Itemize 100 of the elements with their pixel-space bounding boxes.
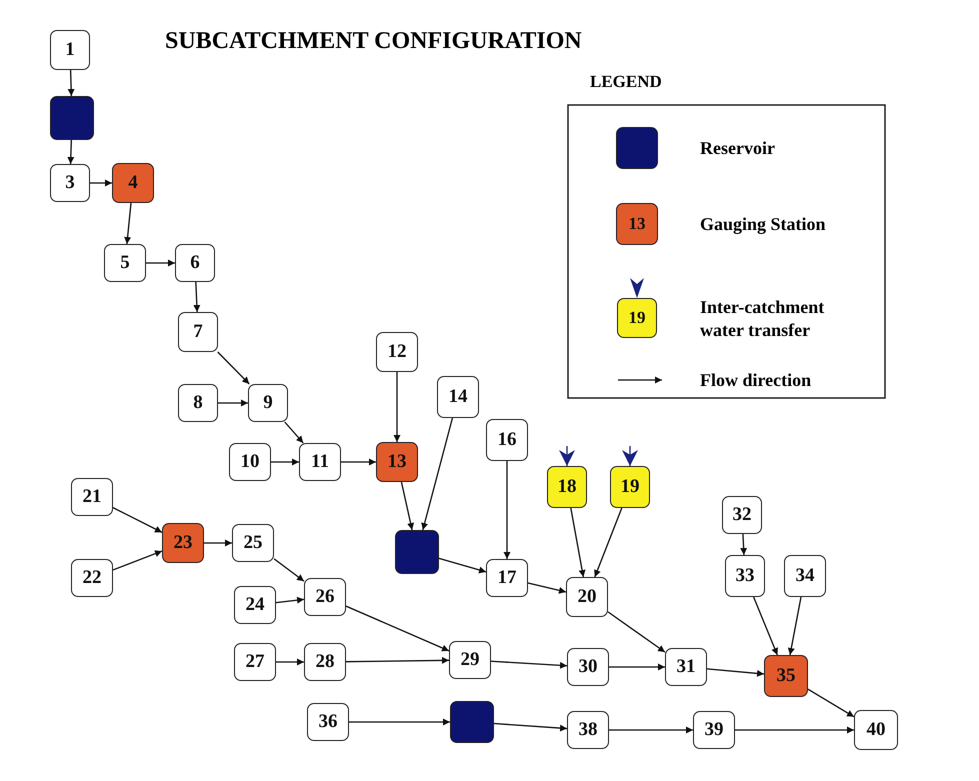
flow-arrow xyxy=(528,582,566,594)
transfer-catchment-box xyxy=(610,466,650,508)
node-number: 34 xyxy=(796,565,814,587)
node-number: 33 xyxy=(736,565,754,587)
node-number: 20 xyxy=(578,586,596,608)
flow-arrow xyxy=(341,458,376,466)
flow-arrow xyxy=(608,611,666,653)
node-number: 11 xyxy=(311,451,329,473)
legend-heading: LEGEND xyxy=(590,72,662,92)
flow-arrow xyxy=(112,507,162,533)
flow-arrow xyxy=(124,202,132,244)
legend-text: Flow direction xyxy=(700,369,812,392)
subcatchment-box xyxy=(71,559,113,597)
flow-arrow xyxy=(808,688,854,718)
subcatchment-box xyxy=(566,577,608,617)
subcatchment-box xyxy=(854,710,898,750)
reservoir-box xyxy=(50,96,94,140)
node-number: 35 xyxy=(776,665,796,687)
node-number: 7 xyxy=(193,321,203,343)
flow-arrow xyxy=(504,461,510,559)
legend-text: Gauging Station xyxy=(700,213,827,236)
subcatchment-box xyxy=(178,312,218,352)
flow-arrow xyxy=(276,596,304,604)
subcatchment-box xyxy=(234,586,276,624)
flow-arrow xyxy=(400,482,414,530)
subcatchment-box xyxy=(248,384,288,422)
flow-arrow xyxy=(146,260,175,266)
flow-arrow xyxy=(494,722,568,732)
gauging-station-box xyxy=(162,523,204,563)
node-number: 18 xyxy=(558,476,576,498)
flow-arrow xyxy=(346,606,450,652)
transfer-arrow xyxy=(559,446,575,466)
reservoir-box xyxy=(395,530,439,574)
flow-arrow xyxy=(609,664,665,670)
subcatchment-box xyxy=(567,648,609,686)
subcatchment-box xyxy=(104,244,146,282)
flow-arrow xyxy=(346,656,449,664)
flow-arrow xyxy=(421,418,454,530)
subcatchment-box xyxy=(722,496,762,534)
node-number: 16 xyxy=(498,429,516,451)
node-number: 31 xyxy=(676,656,696,678)
subcatchment-box xyxy=(693,711,735,749)
subcatchment-box xyxy=(50,164,90,202)
node-number: 21 xyxy=(82,486,102,508)
flow-arrow xyxy=(735,726,854,734)
node-number: 27 xyxy=(246,651,264,673)
node-number: 6 xyxy=(190,252,200,274)
subcatchment-box xyxy=(234,643,276,681)
flow-arrow xyxy=(490,660,568,669)
flow-arrow xyxy=(594,508,622,578)
subcatchment-box xyxy=(175,244,215,282)
flow-arrow xyxy=(67,140,74,164)
flow-arrow xyxy=(274,558,304,582)
transfer-catchment-box xyxy=(547,466,587,508)
node-number: 29 xyxy=(460,649,480,671)
subcatchment-box xyxy=(307,703,349,741)
node-number: 13 xyxy=(388,451,406,473)
transfer-arrow xyxy=(622,446,638,466)
subcatchment-box xyxy=(784,555,826,597)
subcatchment-box xyxy=(304,643,346,681)
node-number: 25 xyxy=(244,532,262,554)
subcatchment-box xyxy=(178,384,218,422)
legend-swatch: 13 xyxy=(616,203,658,245)
node-number: 38 xyxy=(578,719,598,741)
flow-arrow xyxy=(276,658,304,666)
flow-arrow xyxy=(740,534,748,556)
subcatchment-box xyxy=(437,376,479,418)
flow-arrow xyxy=(284,422,304,444)
flow-arrow xyxy=(394,372,400,442)
flow-arrow xyxy=(438,558,486,574)
node-number: 9 xyxy=(263,392,273,414)
node-number: 30 xyxy=(578,656,598,678)
subcatchment-box xyxy=(50,30,90,70)
flow-arrow xyxy=(570,508,586,578)
subcatchment-box xyxy=(299,443,341,481)
flow-arrow xyxy=(218,400,248,406)
flow-arrow xyxy=(271,458,299,466)
subcatchment-box xyxy=(376,332,418,372)
flow-arrow xyxy=(609,726,693,734)
diagram-title: SUBCATCHMENT CONFIGURATION xyxy=(165,28,582,55)
flow-arrow xyxy=(90,180,112,186)
flow-arrow xyxy=(753,596,778,656)
node-number: 5 xyxy=(120,252,130,274)
legend-text: Reservoir xyxy=(700,137,776,160)
node-number: 8 xyxy=(193,392,203,414)
node-number: 28 xyxy=(316,651,334,673)
flow-arrow xyxy=(112,550,162,571)
node-number: 40 xyxy=(866,719,886,741)
node-number: 17 xyxy=(498,567,516,589)
gauging-station-box xyxy=(764,655,808,697)
node-number: 24 xyxy=(246,594,264,616)
subcatchment-box xyxy=(567,711,609,749)
gauging-station-box xyxy=(112,163,154,203)
flow-arrow xyxy=(706,668,764,677)
node-number: 39 xyxy=(704,719,724,741)
flow-arrow xyxy=(193,282,200,312)
subcatchment-box xyxy=(486,419,528,461)
node-number: 10 xyxy=(240,451,260,473)
legend-text: Inter-catchment water transfer xyxy=(700,296,826,341)
flow-arrow xyxy=(204,540,232,546)
